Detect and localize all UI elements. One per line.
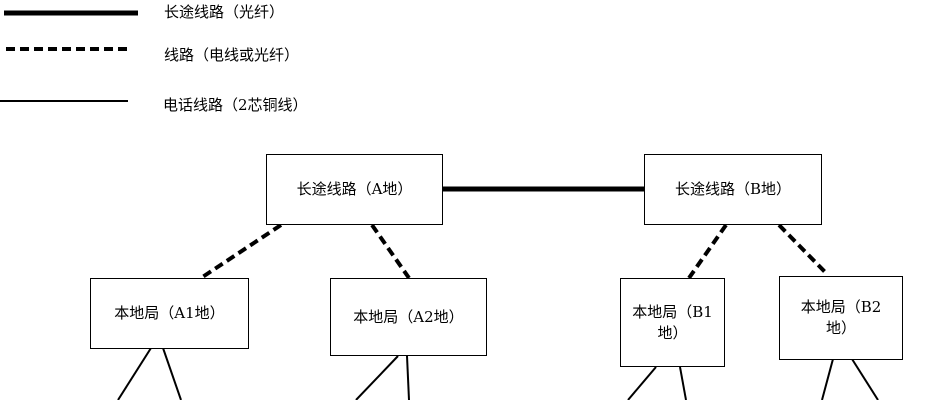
trunk-node-a-label: 长途线路（A地） (296, 180, 413, 198)
phone-line-a1-right (162, 347, 182, 400)
local-office-b1: 本地局（B1 地） (620, 278, 725, 367)
local-office-b2-label: 本地局（B2 地） (800, 298, 882, 337)
phone-line-a1-left (117, 347, 152, 400)
local-office-a2: 本地局（A2地） (330, 278, 487, 356)
local-office-a1-label: 本地局（A1地） (114, 304, 225, 322)
trunk-node-b: 长途线路（B地） (644, 154, 822, 225)
local-office-b2: 本地局（B2 地） (779, 276, 903, 360)
phone-line-b2-left (821, 358, 834, 400)
local-office-a1: 本地局（A1地） (90, 278, 249, 349)
legend-phone-label: 电话线路（2芯铜线） (163, 96, 308, 114)
link-b-to-b1 (687, 223, 728, 280)
local-office-b1-label: 本地局（B1 地） (632, 302, 713, 342)
phone-line-a2-left (355, 355, 399, 400)
link-b-to-b2 (777, 223, 830, 277)
phone-line-b1-right (679, 366, 687, 400)
trunk-node-b-label: 长途线路（B地） (674, 180, 792, 198)
phone-line-a2-right (406, 355, 410, 400)
link-a-to-a1 (199, 223, 283, 280)
phone-line-b1-left (627, 366, 657, 400)
phone-line-b2-right (851, 358, 879, 400)
local-office-a2-label: 本地局（A2地） (353, 307, 464, 326)
legend-long-distance-label: 长途线路（光纤） (164, 3, 285, 21)
trunk-node-a: 长途线路（A地） (266, 154, 443, 225)
link-a-to-a2 (370, 223, 411, 280)
legend-line-label: 线路（电线或光纤） (164, 46, 300, 64)
